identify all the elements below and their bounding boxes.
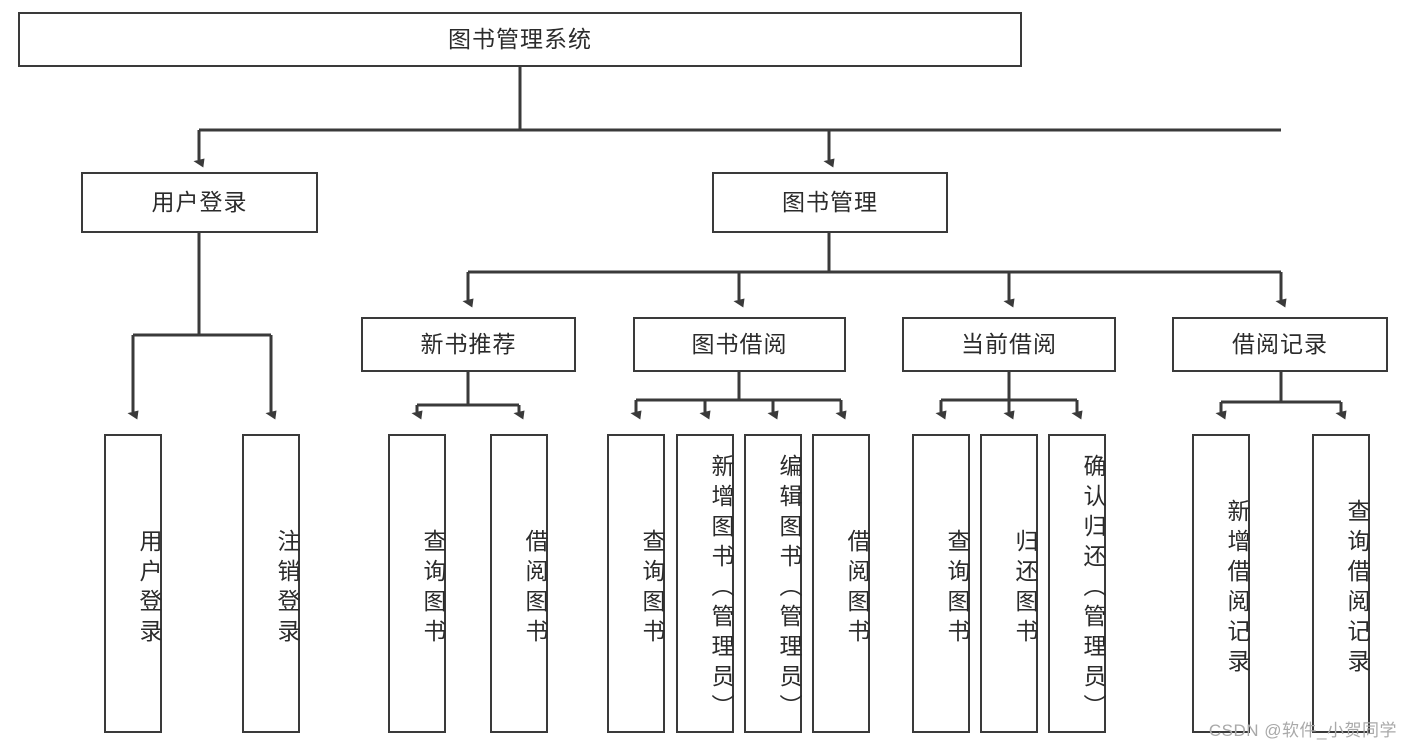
node-current-borrow[interactable]: 当前借阅 [902,317,1116,372]
node-label: 新增借阅记录 [1224,498,1250,679]
node-label: 用户登录 [136,528,162,649]
leaf-new-book-query[interactable]: 查询图书 [388,434,446,733]
leaf-current-borrow-return[interactable]: 归还图书 [980,434,1038,733]
node-label: 确认归还（管理员） [1080,453,1106,724]
leaf-current-borrow-query[interactable]: 查询图书 [912,434,970,733]
node-label: 当前借阅 [961,330,1057,357]
node-label: 新书推荐 [420,330,517,357]
node-label: 借阅记录 [1232,330,1328,357]
node-label: 查询图书 [420,528,446,649]
leaf-book-borrow-edit[interactable]: 编辑图书（管理员） [744,434,802,733]
node-label: 新增图书（管理员） [708,453,734,724]
leaf-book-borrow-borrow[interactable]: 借阅图书 [812,434,870,733]
leaf-book-borrow-add[interactable]: 新增图书（管理员） [676,434,734,733]
leaf-user-login-login[interactable]: 用户登录 [104,434,162,733]
node-book-borrow[interactable]: 图书借阅 [633,317,846,372]
node-label: 借阅图书 [844,528,870,649]
node-label: 用户登录 [151,188,248,215]
leaf-new-book-borrow[interactable]: 借阅图书 [490,434,548,733]
node-label: 查询图书 [944,528,970,649]
node-label: 图书借阅 [691,330,788,357]
node-label: 借阅图书 [522,528,548,649]
node-borrow-record[interactable]: 借阅记录 [1172,317,1388,372]
node-label: 注销登录 [274,528,300,649]
node-book-management[interactable]: 图书管理 [712,172,948,233]
node-new-book-recommend[interactable]: 新书推荐 [361,317,576,372]
csdn-watermark: CSDN @软件_小贺同学 [1208,721,1397,740]
node-label: 归还图书 [1012,528,1038,649]
node-label: 图书管理系统 [448,25,592,52]
leaf-borrow-record-add[interactable]: 新增借阅记录 [1192,434,1250,733]
leaf-user-login-logout[interactable]: 注销登录 [242,434,300,733]
leaf-book-borrow-query[interactable]: 查询图书 [607,434,665,733]
node-label: 查询借阅记录 [1344,498,1370,679]
leaf-borrow-record-query[interactable]: 查询借阅记录 [1312,434,1370,733]
leaf-current-borrow-confirm-return[interactable]: 确认归还（管理员） [1048,434,1106,733]
node-user-login[interactable]: 用户登录 [81,172,318,233]
node-label: 查询图书 [639,528,665,649]
node-label: 编辑图书（管理员） [776,453,802,724]
node-label: 图书管理 [782,188,878,215]
node-root-system[interactable]: 图书管理系统 [18,12,1022,67]
